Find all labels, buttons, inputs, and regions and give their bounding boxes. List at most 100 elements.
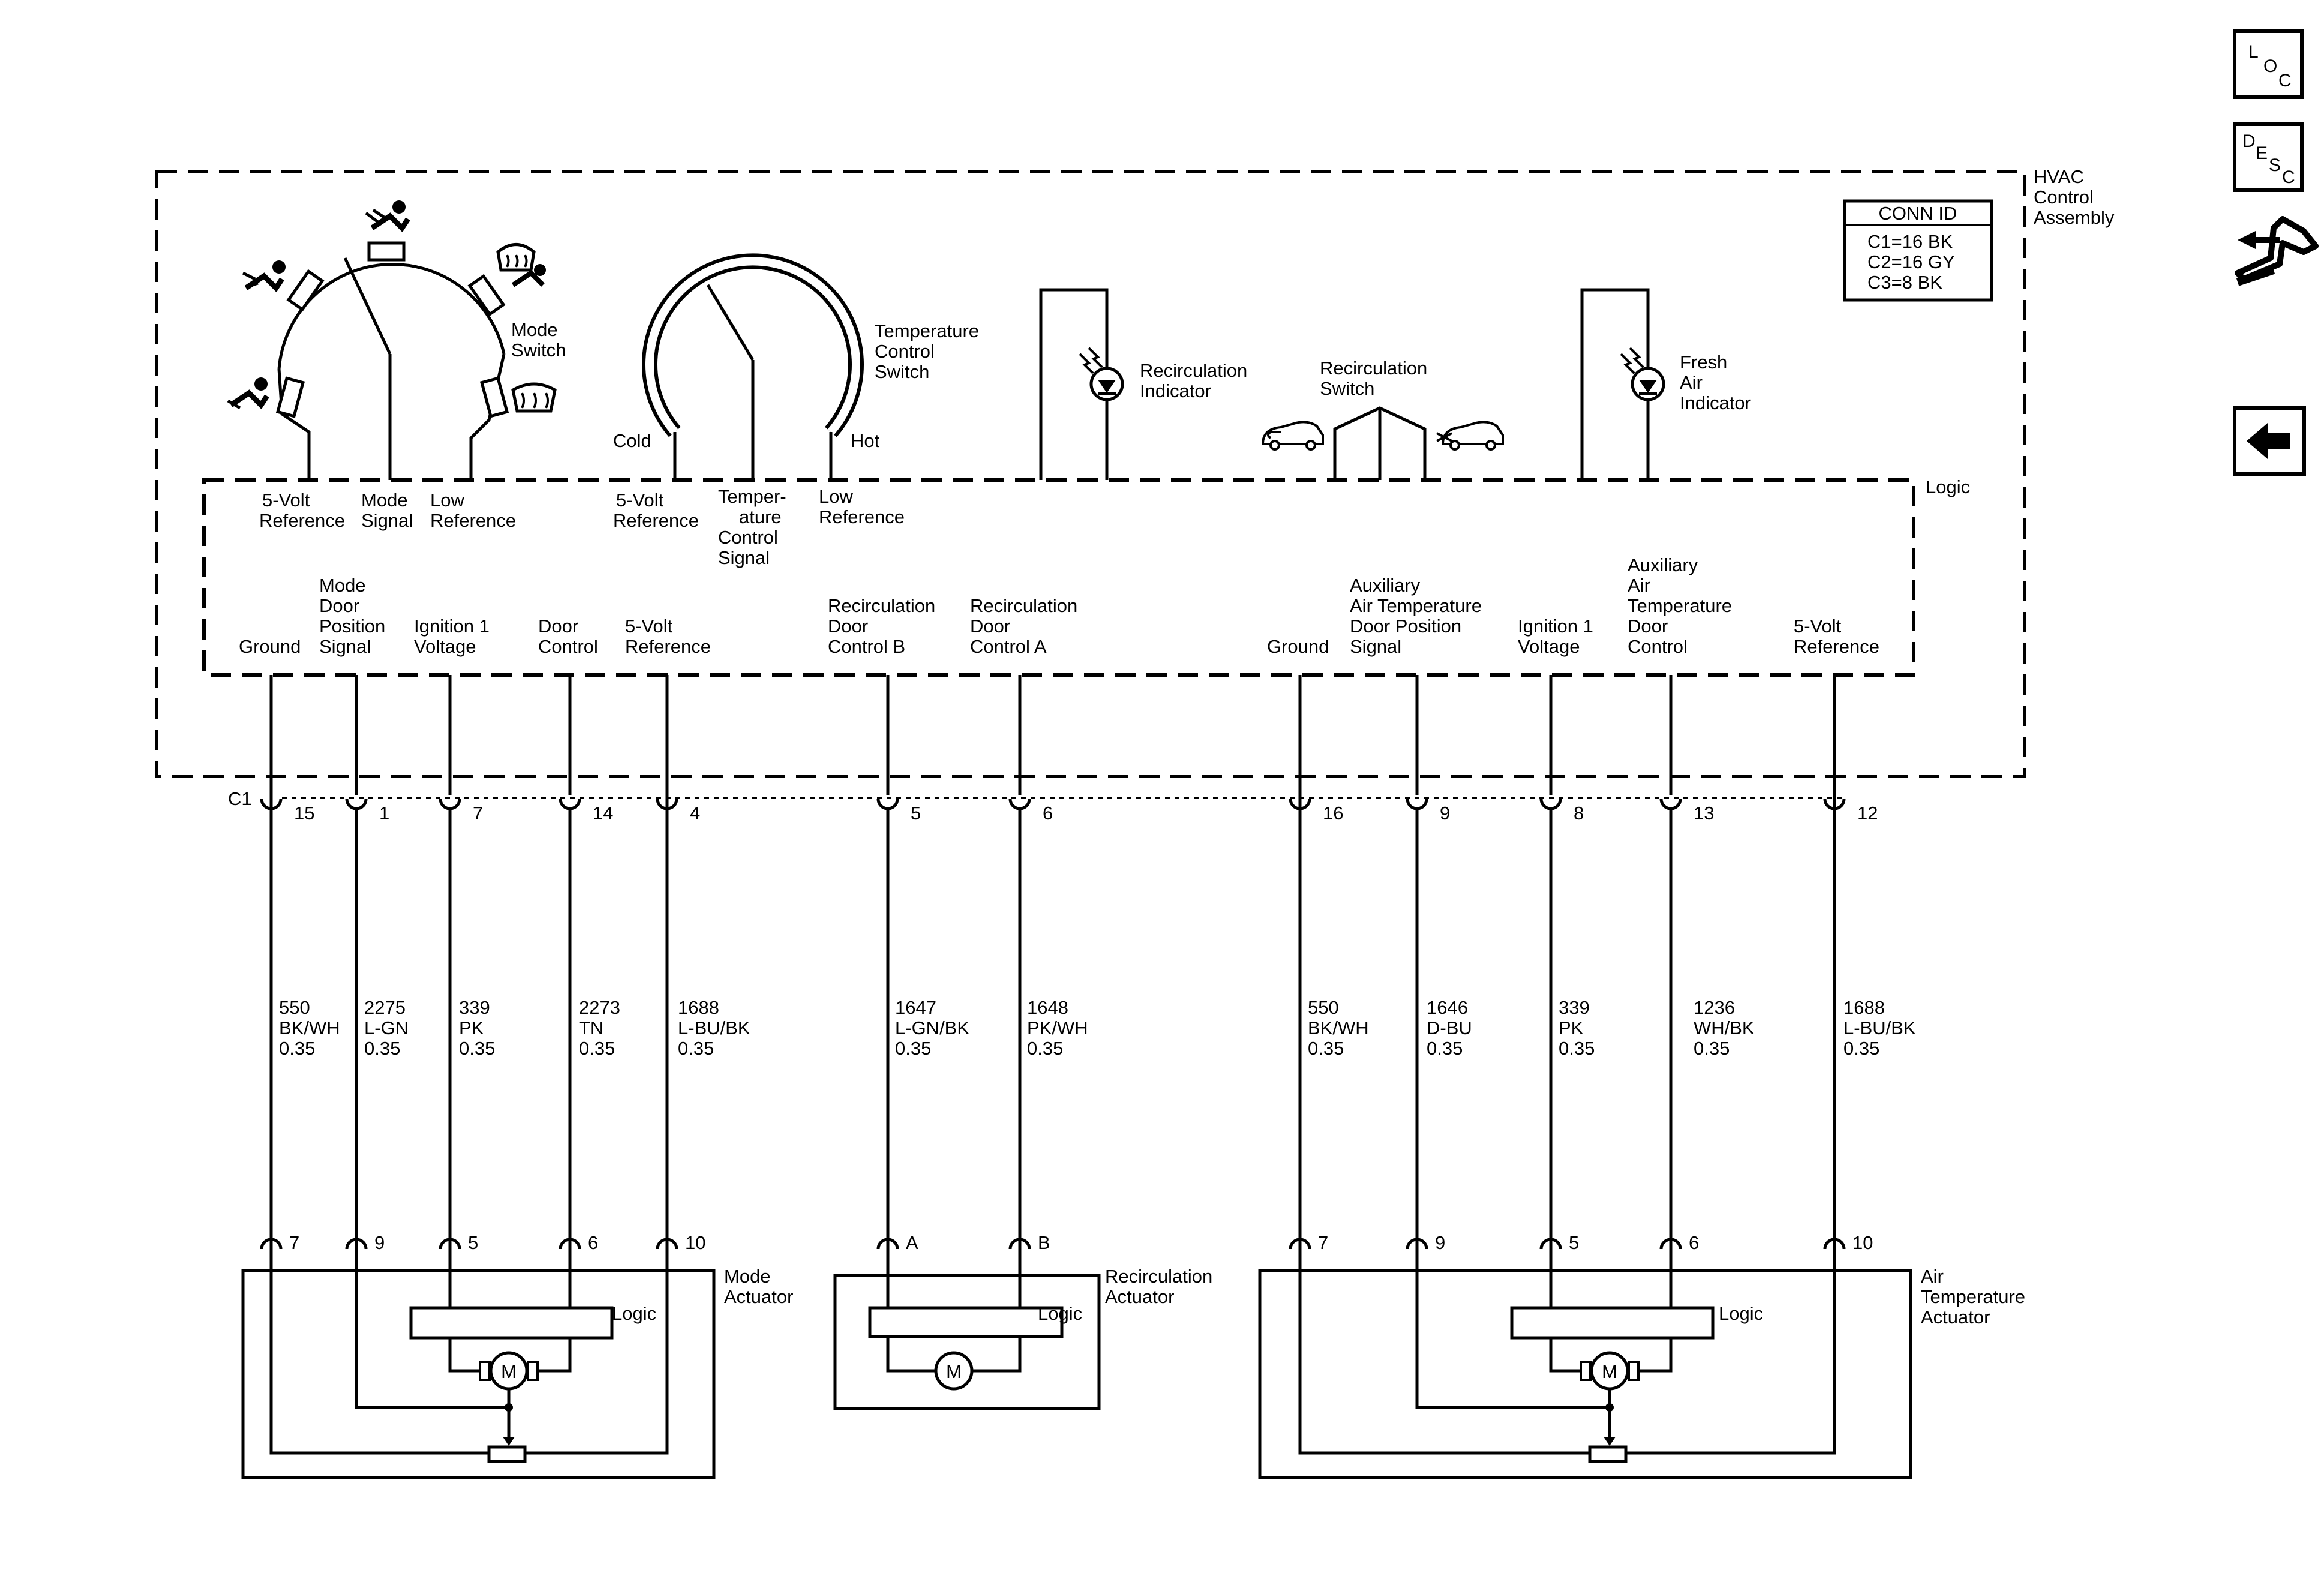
wire-color-label: L-GN/BK [895,1017,969,1038]
air-temperature-actuator-label: Air Temperature Actuator [1921,1266,2025,1328]
actuator-pin-number: 7 [289,1232,299,1253]
wire-color-label: L-GN [364,1017,409,1038]
wire-circuit-label: 2275 [364,997,406,1018]
wire-gauge-label: 0.35 [1427,1038,1463,1059]
svg-text:Mode: Mode [511,319,558,340]
wire-circuit-label: 1688 [678,997,719,1018]
svg-text:CONN ID: CONN ID [1879,203,1957,224]
actuator-pin-number: 5 [468,1232,478,1253]
connector-hand-icon[interactable] [2235,216,2319,286]
c1-pin-number: 9 [1440,803,1450,824]
svg-text:5-Volt: 5-Volt [262,490,310,511]
wire-circuit-label: 339 [459,997,490,1018]
circuit-function-label: 5-Volt [1794,616,1842,637]
svg-text:D: D [2242,131,2256,151]
recirculation-switch [1333,406,1427,480]
svg-text:Signal: Signal [361,510,413,531]
circuit-function-label: Temperature [1628,595,1732,616]
circuit-function-label: Reference [625,636,711,657]
wire-circuit-label: 550 [1308,997,1339,1018]
wire-color-label: BK/WH [279,1017,340,1038]
actuator-pin-number: 10 [685,1232,705,1253]
svg-text:Air: Air [1921,1266,1944,1287]
cold-label: Cold [613,430,651,451]
svg-text:Reference: Reference [430,510,516,531]
wire-color-label: BK/WH [1308,1017,1369,1038]
circuit-function-label: Ignition 1 [1518,616,1593,637]
circuit-function-label: Control B [828,636,905,657]
wire-gauge-label: 0.35 [279,1038,315,1059]
actuator-pin-icon [1008,1238,1031,1250]
actuator-pin-icon [876,1238,899,1250]
svg-text:S: S [2269,155,2281,175]
c1-pin-number: 13 [1694,803,1714,824]
circuit-function-label: Voltage [414,636,476,657]
bi-level-mode-icon [242,260,286,293]
svg-text:Recirculation: Recirculation [1105,1266,1212,1287]
circuit-function-label: Auxiliary [1350,575,1421,596]
desc-button[interactable]: D E S C [2233,122,2304,192]
loc-button[interactable]: L O C [2233,29,2304,99]
actuator-pin-number: 6 [1689,1232,1699,1253]
c1-pin-number: 5 [911,803,921,824]
svg-text:Temperature: Temperature [875,320,979,341]
actuator-pin-icon [1659,1238,1682,1250]
actuator-pin-number: 9 [374,1232,385,1253]
actuator-pin-icon [559,1238,581,1250]
mode-switch-label: Mode Switch [511,319,566,361]
mode-switch-5v-ref-label: 5-Volt Reference [259,490,345,531]
wire-color-label: TN [579,1017,603,1038]
svg-text:Switch: Switch [875,361,929,382]
circuits: Ground15550BK/WH0.357ModeDoorPositionSig… [239,554,1916,1308]
wire-circuit-label: 1646 [1427,997,1468,1018]
back-button[interactable] [2233,406,2306,476]
svg-text:Low: Low [430,490,464,511]
svg-text:Mode: Mode [361,490,408,511]
c1-pin-number: 7 [473,803,483,824]
svg-text:M: M [501,1361,517,1382]
mode-actuator-label: Mode Actuator [724,1266,793,1307]
svg-text:Temperature: Temperature [1921,1286,2025,1307]
wire-gauge-label: 0.35 [1559,1038,1595,1059]
temp-control-signal-label: Temper- ature Control Signal [718,486,786,568]
svg-text:Air: Air [1680,372,1703,393]
c1-pin-number: 12 [1857,803,1878,824]
actuator-pin-number: 7 [1318,1232,1328,1253]
circuit-function-label: 5-Volt [625,616,673,637]
svg-text:M: M [946,1361,962,1382]
circuit-function-label: Ignition 1 [414,616,490,637]
svg-text:C3=8 BK: C3=8 BK [1867,272,1942,293]
wire-color-label: L-BU/BK [1843,1017,1916,1038]
actuator-pin-icon [1539,1238,1562,1250]
vent-mode-icon [365,200,410,233]
svg-text:C2=16 GY: C2=16 GY [1867,251,1955,272]
wire-gauge-label: 0.35 [1308,1038,1344,1059]
recirculation-indicator-label: Recirculation Indicator [1140,360,1247,401]
circuit-function-label: Air Temperature [1350,595,1482,616]
recirculation-actuator-label: Recirculation Actuator [1105,1266,1212,1307]
svg-text:Recirculation: Recirculation [1140,360,1247,381]
actuator-pin-number: 9 [1435,1232,1445,1253]
wire-color-label: WH/BK [1694,1017,1755,1038]
arrow-left-icon [2247,423,2290,459]
circuit-function-label: Door [538,616,578,637]
svg-text:Actuator: Actuator [1921,1307,1990,1328]
actuator-pin-number: 6 [588,1232,598,1253]
svg-text:Switch: Switch [1320,378,1374,399]
circuit-function-label: Air [1628,575,1650,596]
c1-pin-number: 14 [593,803,613,824]
circuit-function-label: Door [319,595,359,616]
svg-text:E: E [2256,143,2268,163]
circuit-function-label: Door Position [1350,616,1461,637]
svg-text:HVAC: HVAC [2034,166,2084,187]
floor-mode-icon [227,377,269,410]
wire-gauge-label: 0.35 [579,1038,615,1059]
wire-circuit-label: 2273 [579,997,620,1018]
wire-circuit-label: 339 [1559,997,1590,1018]
defrost-mode-icon [511,382,557,413]
actuator-pin-number: A [906,1232,918,1253]
